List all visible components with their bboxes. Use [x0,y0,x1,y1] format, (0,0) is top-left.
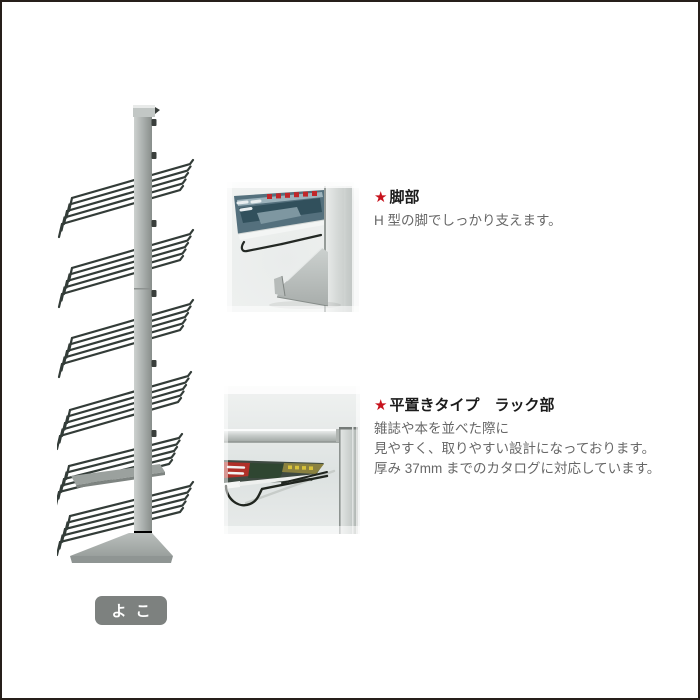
orientation-badge: よこ [95,596,167,625]
annotation-rack-title-text: 平置きタイプ ラック部 [389,397,555,414]
annotation-leg-line: H 型の脚でしっかり支えます。 [374,213,562,228]
shelf-wire-frame [224,469,336,507]
annotation-rack-line: 見やすく、取りやすい設計になっております。 [374,441,656,456]
shelf-hook-nubs [151,119,157,437]
leg-detail-photo [227,182,359,312]
annotation-rack-line: 厚み 37mm までのカタログに対応しています。 [374,461,661,476]
wire-shelf-tiers [57,158,195,557]
rack-side-view-photo [57,105,195,563]
rack-pole [133,105,160,535]
annotation-rack-line: 雑誌や本を並べた際に [374,421,509,436]
annotation-rack-title: ★ 平置きタイプ ラック部 [374,396,684,415]
annotation-leg-title: ★ 脚部 [374,188,684,207]
star-icon: ★ [374,189,388,206]
magazine-on-shelf [234,190,325,240]
upright-post [339,427,358,534]
annotation-leg-title-text: 脚部 [389,189,420,206]
annotation-leg: ★ 脚部 H 型の脚でしっかり支えます。 [374,188,684,231]
star-icon: ★ [374,397,388,414]
upright-post [324,186,352,312]
rack-base [70,531,173,563]
annotation-rack: ★ 平置きタイプ ラック部 雑誌や本を並べた際に 見やすく、取りやすい設計になっ… [374,396,684,479]
top-bar [224,429,342,443]
rack-shelf-detail-photo [224,386,360,534]
